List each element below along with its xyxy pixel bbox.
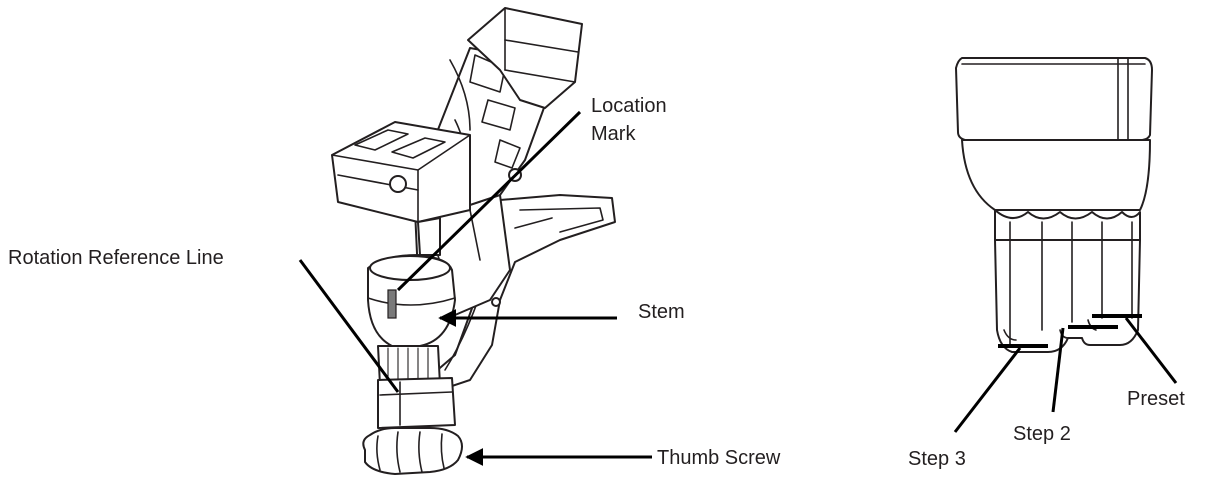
rotation-reference-leader [298, 259, 400, 393]
top-block [467, 7, 583, 109]
step3-label: Step 3 [908, 448, 966, 470]
thumb-screw [362, 427, 463, 475]
stem-label: Stem [638, 301, 685, 323]
preset-leader [1124, 317, 1178, 384]
preset-label: Preset [1127, 388, 1185, 410]
step2-leader [1051, 327, 1065, 413]
location-mark-label-line2: Mark [591, 123, 636, 145]
stem-cap-top [955, 57, 1153, 141]
location-mark-label-line1: Location [591, 95, 667, 117]
stem-body [961, 139, 1151, 211]
location-mark-leader [396, 110, 582, 292]
rotation-reference-line-label: Rotation Reference Line [8, 247, 224, 269]
step2-label: Step 2 [1013, 423, 1071, 445]
step3-leader [953, 347, 1022, 433]
thumb-screw-label: Thumb Screw [657, 447, 781, 469]
stem-lower [994, 239, 1141, 353]
location-mark-stripe [387, 289, 397, 319]
stem-side-view [955, 57, 1153, 353]
scalloped-band [994, 209, 1141, 241]
tool-illustration [331, 7, 616, 475]
